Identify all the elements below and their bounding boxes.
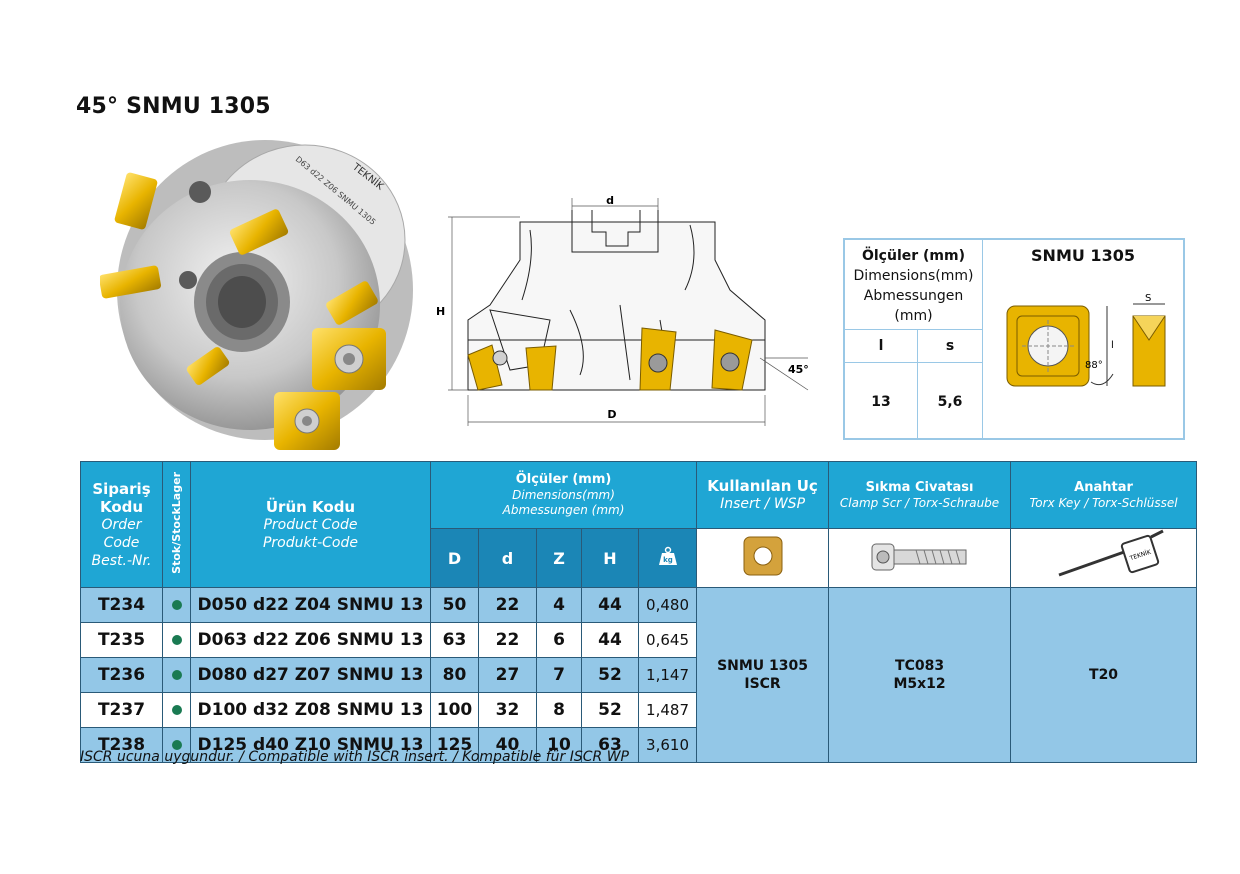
table-row: T237 D100 d32 Z08 SNMU 13 100 32 8 52 1,…	[80, 692, 1197, 728]
milling-cutter-image: TEKNİK D63 d22 Z06 SNMU 1305	[100, 140, 413, 450]
stock-indicator	[171, 705, 182, 715]
table-row: T238 D125 d40 Z10 SNMU 13 125 40 10 63 3…	[80, 727, 1197, 763]
header-product-code: Ürün Kodu Product Code Produkt-Code	[190, 461, 431, 588]
insert-thumb-cell	[696, 528, 830, 588]
insert-drawing-angle: 88°	[1085, 360, 1103, 371]
insert-drawing-s: S	[1145, 293, 1151, 304]
header-clamp-screw: Sıkma Civatası Clamp Scr / Torx-Schraube	[828, 461, 1012, 529]
insert-drawing-l: l	[1111, 340, 1114, 351]
dimbox-col-s: s	[945, 338, 955, 354]
table-row: T235 D063 d22 Z06 SNMU 13 63 22 6 44 0,6…	[80, 622, 1197, 658]
dimbox-col-l: l	[878, 338, 884, 354]
product-table: Sipariş Kodu Order Code Best.-Nr. Stok/S…	[80, 461, 1198, 763]
screw-thumb-cell	[828, 528, 1012, 588]
weight-icon: kg	[658, 546, 677, 565]
header-torx-key: Anahtar Torx Key / Torx-Schlüssel	[1010, 461, 1198, 529]
table-row: T234 D050 d22 Z04 SNMU 13 50 22 4 44 0,4…	[80, 587, 1198, 763]
header-weight: kg	[637, 528, 698, 588]
dimbox-header-3: Abmessungen	[863, 288, 964, 304]
header-col-D: D	[430, 528, 479, 588]
insert-drawing: S l 88°	[1006, 293, 1166, 387]
dimbox-header-2: Dimensions(mm)	[853, 268, 974, 284]
header-stock: Stok/StockLager	[162, 461, 191, 588]
header-insert: Kullanılan Uç Insert / WSP	[696, 461, 830, 529]
page-title: 45° SNMU 1305	[76, 94, 271, 119]
stock-indicator	[171, 600, 182, 610]
dimbox-header-4: (mm)	[894, 308, 933, 324]
svg-text:kg: kg	[663, 556, 673, 564]
header-col-H: H	[581, 528, 639, 588]
header-col-Z: Z	[536, 528, 582, 588]
dimbox-header-1: Ölçüler (mm)	[861, 248, 965, 264]
torx-screw-icon	[871, 543, 967, 571]
insert-icon	[743, 536, 783, 576]
dimbox-insert-name: SNMU 1305	[1031, 246, 1135, 265]
footnote: ISCR ucuna uygundur. / Compatible with I…	[80, 749, 630, 765]
drawing-label-d: d	[606, 194, 614, 207]
drawing-label-angle: 45°	[788, 363, 809, 376]
header-dimensions: Ölçüler (mm) Dimensions(mm) Abmessungen …	[429, 461, 698, 529]
stock-indicator	[171, 670, 182, 680]
header-order-code: Sipariş Kodu Order Code Best.-Nr.	[80, 461, 163, 588]
drawing-label-H: H	[436, 305, 445, 318]
drawing-label-D: D	[607, 408, 616, 421]
cutter-technical-drawing: d H D 45°	[436, 194, 809, 426]
header-col-d: d	[478, 528, 537, 588]
dimbox-val-s: 5,6	[937, 394, 963, 410]
insert-dimensions-box: Ölçüler (mm) Dimensions(mm) Abmessungen …	[843, 238, 1185, 440]
key-thumb-cell: TEKNİK	[1010, 528, 1198, 588]
key-value: T20	[1010, 587, 1198, 763]
dimbox-val-l: 13	[871, 394, 891, 410]
stock-indicator	[171, 740, 182, 750]
stock-indicator	[171, 635, 182, 645]
torx-key-icon: TEKNİK	[1058, 529, 1164, 577]
table-row: T236 D080 d27 Z07 SNMU 13 80 27 7 52 1,1…	[80, 657, 1197, 693]
